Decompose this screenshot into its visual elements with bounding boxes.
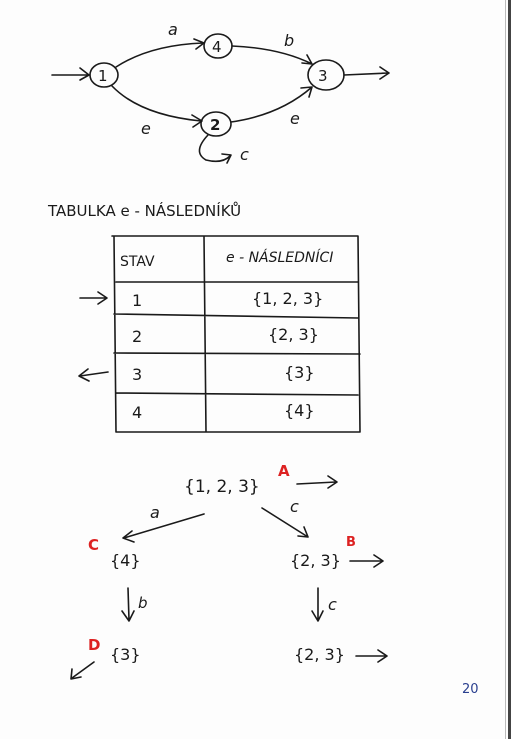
dfa-right-bottom-set: {2, 3}	[294, 645, 345, 664]
dfa-tree: {1, 2, 3} A a c C {4} {2, 3} B b c D {3	[70, 462, 388, 680]
dfa-right-tag: B	[346, 535, 356, 550]
state-1-circle	[89, 62, 119, 88]
page-number: 20	[462, 682, 479, 697]
dfa-left-bottom-set: {3}	[110, 645, 141, 664]
dfa-edge-top-right	[261, 507, 309, 538]
edge-1-4	[115, 38, 205, 68]
state-3-label: 3	[318, 67, 328, 85]
table-row-4-successors: {4}	[284, 401, 315, 420]
dfa-edge-top-left	[122, 513, 205, 543]
edge-4-3-label: b	[284, 31, 294, 50]
automaton-diagram: 1 4 2 3 a b e e c	[51, 20, 390, 164]
table-header-state: STAV	[120, 254, 155, 270]
dfa-right-set: {2, 3}	[290, 551, 341, 570]
table-row-2-successors: {2, 3}	[268, 325, 319, 344]
edge-4-3	[231, 45, 313, 65]
edge-2-3-label: e	[290, 109, 300, 128]
table-grid	[111, 235, 361, 433]
dfa-edge-left-down	[121, 587, 135, 622]
dfa-top-set: {1, 2, 3}	[184, 477, 260, 497]
dfa-edge-top-left-label: a	[150, 503, 160, 522]
page-edge	[508, 0, 511, 739]
edge-1-2	[111, 85, 203, 128]
loop-2	[198, 134, 232, 164]
table-title: TABULKA e - NÁSLEDNÍKŮ	[47, 201, 241, 220]
dfa-edge-right-down	[311, 587, 324, 622]
dfa-left-tag: C	[88, 536, 99, 554]
edge-1-4-label: a	[168, 20, 178, 39]
dfa-top-arrow	[296, 475, 338, 489]
loop-2-label: c	[240, 145, 249, 164]
state-2-circle	[200, 111, 232, 137]
successor-table: TABULKA e - NÁSLEDNÍKŮ STAV e - NÁSLEDNÍ…	[47, 201, 361, 433]
state-2-label: 2	[210, 116, 220, 134]
dfa-edge-right-down-label: c	[328, 595, 337, 614]
table-row-3-successors: {3}	[284, 363, 315, 382]
dfa-right-final-arrow	[349, 554, 384, 568]
table-row-1-successors: {1, 2, 3}	[252, 289, 323, 308]
edge-2-3	[230, 86, 313, 123]
table-header-successors: e - NÁSLEDNÍCI	[226, 249, 333, 266]
dfa-edge-top-right-label: c	[290, 497, 299, 516]
table-row-2-state: 2	[132, 327, 142, 346]
initial-row-arrow	[79, 291, 108, 305]
start-arrow	[51, 67, 90, 81]
table-row-3-state: 3	[132, 365, 142, 384]
dfa-left-bottom-tag: D	[88, 636, 100, 654]
dfa-right-bottom-arrow	[355, 649, 388, 663]
final-row-arrow	[78, 368, 109, 382]
dfa-left-set: {4}	[110, 551, 141, 570]
dfa-left-bottom-arrow	[70, 661, 95, 680]
table-row-1-state: 1	[132, 291, 142, 310]
table-row-4-state: 4	[132, 403, 142, 422]
state-4-label: 4	[212, 38, 222, 56]
final-arrow	[343, 66, 390, 80]
state-1-label: 1	[98, 67, 108, 85]
dfa-top-tag: A	[278, 462, 290, 480]
page-edge-line	[505, 0, 506, 739]
dfa-edge-left-down-label: b	[138, 594, 148, 612]
edge-1-2-label: e	[141, 119, 151, 138]
